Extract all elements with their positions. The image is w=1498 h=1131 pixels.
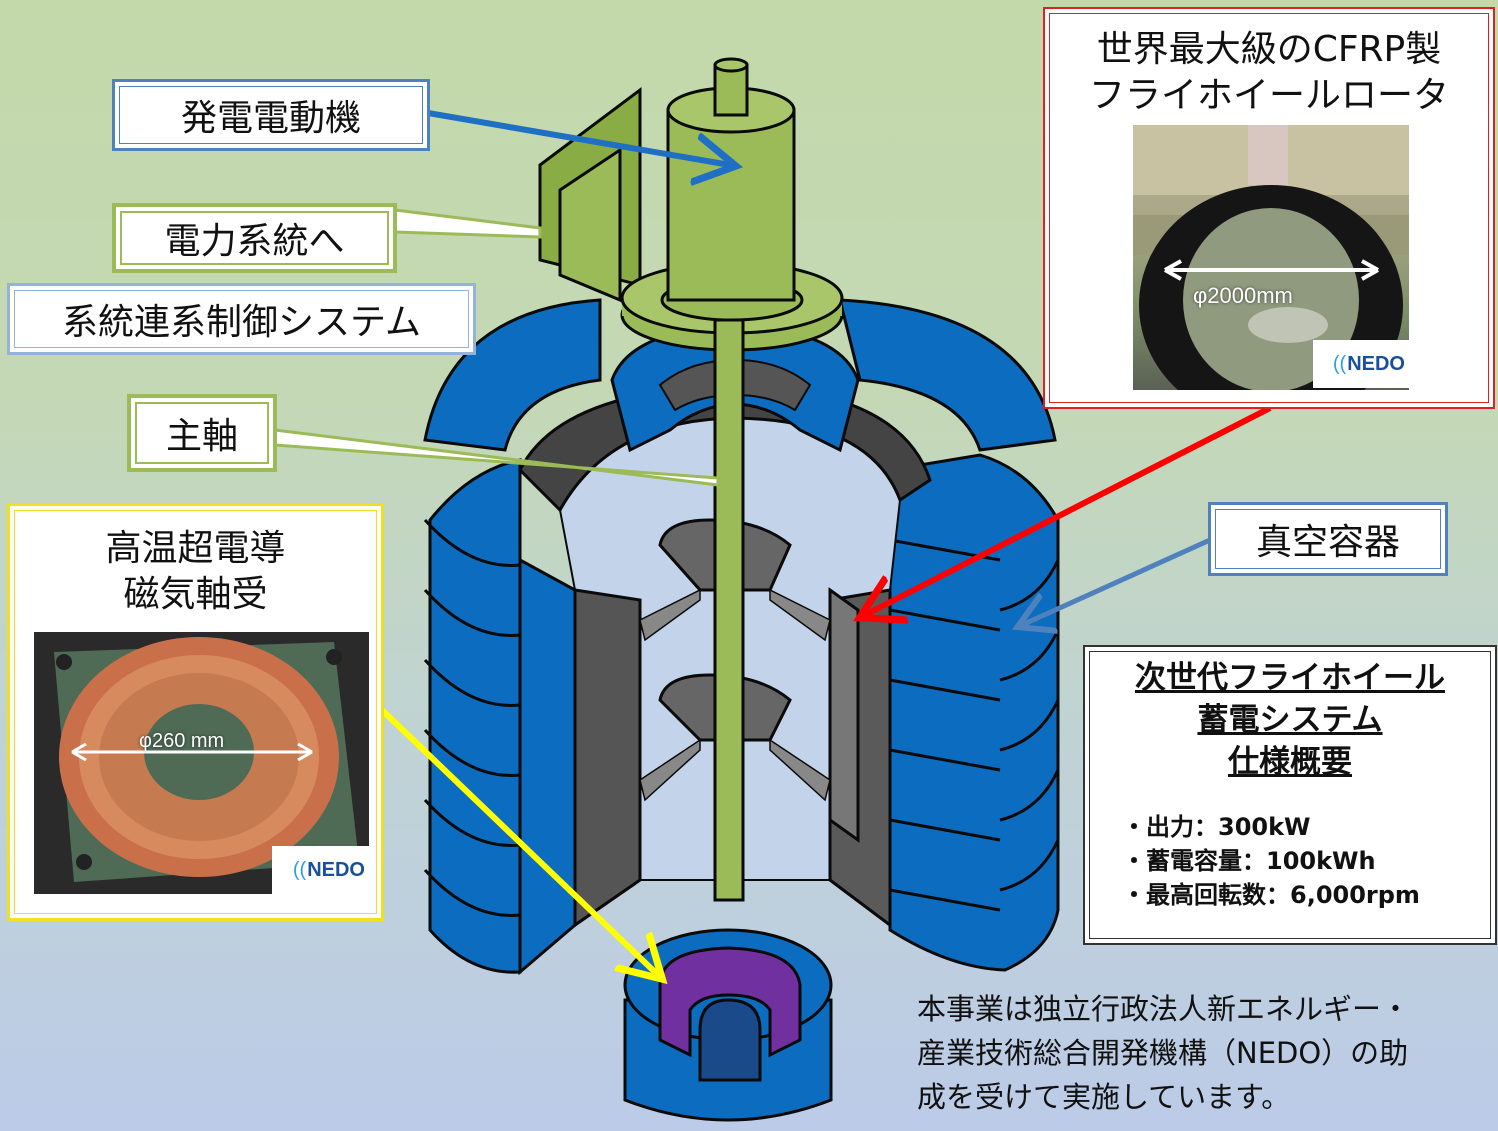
nedo-logo-arc-icon: ((	[1332, 352, 1347, 375]
grid-control-system-label: 系統連系制御システム	[7, 283, 476, 355]
spec-item-output: ・出力：300kW	[1122, 813, 1311, 841]
bearing-nedo-logo: (( NEDO	[272, 846, 369, 894]
rotor-nedo-text: NEDO	[1347, 352, 1405, 375]
bearing-photo: φ260 mm (( NEDO	[34, 632, 369, 894]
funding-note-line1: 本事業は独立行政法人新エネルギー・	[917, 992, 1411, 1026]
spec-title-line2: 蓄電システム	[1197, 702, 1383, 738]
generator-motor	[538, 57, 844, 352]
funding-note: 本事業は独立行政法人新エネルギー・ 産業技術総合開発機構（NEDO）の助 成を受…	[917, 987, 1487, 1119]
rotor-title-line2: フライホイールロータ	[1088, 75, 1449, 116]
rotor-photo-drawing	[1133, 125, 1409, 390]
grid-leader-line	[393, 208, 542, 239]
funding-note-line3: 成を受けて実施しています。	[917, 1080, 1291, 1114]
spec-list: ・出力：300kW ・蓄電容量：100kWh ・最高回転数：6,000rpm	[1122, 810, 1420, 912]
main-shaft	[713, 318, 745, 902]
motor-arrow	[427, 110, 730, 165]
nedo-logo-arc-icon: ((	[292, 858, 307, 881]
spec-summary-box	[1083, 645, 1497, 945]
spec-item-capacity: ・蓄電容量：100kWh	[1122, 847, 1376, 875]
rotor-diameter-label: φ2000mm	[1193, 283, 1293, 308]
bearing-title-line2: 磁気軸受	[123, 574, 268, 615]
rotor-arrow	[865, 405, 1272, 615]
vacuum-vessel-label: 真空容器	[1208, 502, 1448, 576]
generator-motor-label: 発電電動機	[112, 79, 430, 151]
rotor-title-line1: 世界最大級のCFRP製	[1096, 29, 1442, 70]
bearing-nedo-text: NEDO	[307, 858, 365, 881]
funding-note-line2: 産業技術総合開発機構（NEDO）の助	[917, 1036, 1409, 1070]
spec-item-max-rpm: ・最高回転数：6,000rpm	[1122, 881, 1420, 909]
spec-title-line1: 次世代フライホイール	[1135, 660, 1445, 696]
main-shaft-label: 主軸	[127, 394, 277, 472]
to-power-grid-label: 電力系統へ	[112, 203, 397, 273]
bearing-diameter-label: φ260 mm	[139, 730, 225, 752]
rotor-nedo-logo: (( NEDO	[1313, 340, 1409, 388]
rotor-photo: φ2000mm (( NEDO	[1133, 125, 1409, 390]
vessel-arrow	[1022, 537, 1212, 625]
bearing-photo-drawing	[54, 637, 359, 882]
bearing-arrow	[379, 707, 658, 975]
spec-title-line3: 仕様概要	[1228, 744, 1352, 780]
bearing-title-line1: 高温超電導	[105, 528, 286, 569]
lower-bearing	[623, 928, 833, 1122]
